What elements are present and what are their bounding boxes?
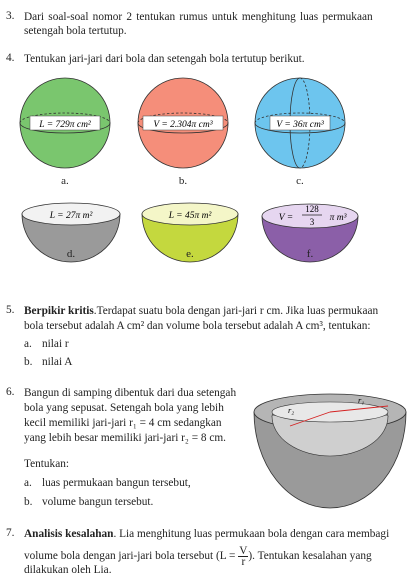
sphere-a: L = 729π cm²	[19, 77, 111, 169]
q6-a-text: luas permukaan bangun tersebut,	[42, 477, 191, 489]
hemisphere-f: V = 128 3 π m³	[261, 203, 359, 263]
caption-a: a.	[61, 175, 69, 187]
q5-number: 5.	[6, 304, 15, 316]
r1-label: r₁	[358, 395, 364, 405]
caption-c: c.	[296, 175, 304, 187]
q7-line2-post: ). Tentukan kesalahan yang	[248, 550, 372, 563]
caption-b: b.	[178, 175, 188, 187]
r2-label: r₂	[288, 405, 294, 415]
q5-a-label: a.	[24, 338, 32, 350]
q3-number: 3.	[6, 10, 15, 22]
q4-spheres-figure: L = 729π cm² V = 2.304π cm³ V = 36π cm³ …	[19, 77, 359, 263]
q7-line1-text: . Lia menghitung luas permukaan bola den…	[113, 528, 390, 540]
q6-b-text: volume bangun tersebut.	[42, 496, 154, 508]
sphere-b: V = 2.304π cm³	[137, 77, 229, 169]
q7-line2-pre: volume bola dengan jari-jari bola terseb…	[24, 550, 236, 563]
q5-a-text: nilai r	[42, 338, 69, 350]
q4-text: Tentukan jari-jari dari bola dan setenga…	[24, 53, 305, 65]
hemisphere-f-label-suffix: π m³	[330, 213, 347, 223]
q3-line2: setengah bola tertutup.	[24, 25, 127, 37]
hemisphere-f-label-prefix: V =	[279, 213, 293, 223]
q6-prompt: Tentukan:	[24, 458, 70, 470]
q6-line1: Bangun di samping dibentuk dari dua sete…	[24, 387, 237, 399]
q7-line2: volume bola dengan jari-jari bola terseb…	[24, 545, 372, 568]
hemisphere-f-frac-bottom: 3	[310, 217, 315, 227]
q6-line3: kecil memiliki jari-jari r₁ = 4 cm sedan…	[24, 417, 222, 429]
q5-line1: Berpikir kritis.Terdapat suatu bola deng…	[24, 304, 378, 319]
hemisphere-e-label: L = 45π m²	[168, 211, 212, 221]
q6-b-label: b.	[24, 496, 33, 508]
hemisphere-d: L = 27π m²	[21, 202, 121, 263]
q4-number: 4.	[6, 52, 15, 64]
sphere-c: V = 36π cm³	[254, 77, 346, 169]
q5-b-text: nilai A	[42, 356, 73, 368]
q3-line1: Dari soal-soal nomor 2 tentukan rumus un…	[24, 11, 373, 23]
hemisphere-e: L = 45π m²	[141, 202, 239, 263]
q7-line1: Analisis kesalahan. Lia menghitung luas …	[24, 527, 389, 542]
caption-e: e.	[186, 248, 194, 260]
hemisphere-d-label: L = 27π m²	[49, 211, 93, 221]
hemisphere-f-frac-top: 128	[305, 204, 319, 214]
q6-line4: yang lebih besar memiliki jari-jari r₂ =…	[24, 432, 226, 444]
sphere-b-label: V = 2.304π cm³	[153, 120, 212, 130]
q5-line1-text: .Terdapat suatu bola dengan jari-jari r …	[93, 305, 379, 317]
q6-a-label: a.	[24, 477, 32, 489]
q7-frac-top: V	[238, 545, 249, 557]
caption-d: d.	[66, 248, 76, 260]
caption-f: f.	[306, 248, 314, 260]
sphere-c-label: V = 36π cm³	[276, 120, 324, 130]
sphere-a-label: L = 729π cm²	[38, 120, 91, 130]
q6-bowl-figure: r₁ r₂	[253, 393, 407, 509]
q6-number: 6.	[6, 386, 15, 398]
q5-line2: bola tersebut adalah A cm² dan volume bo…	[24, 320, 371, 332]
q6-line2: bola yang sepusat. Setengah bola yang le…	[24, 402, 224, 414]
q7-line3: dilakukan oleh Lia.	[24, 564, 112, 576]
q7-bold: Analisis kesalahan	[24, 528, 114, 540]
q7-number: 7.	[6, 527, 15, 539]
q7-frac-bottom: r	[241, 556, 246, 568]
q5-bold: Berpikir kritis	[24, 305, 94, 317]
q5-b-label: b.	[24, 356, 33, 368]
